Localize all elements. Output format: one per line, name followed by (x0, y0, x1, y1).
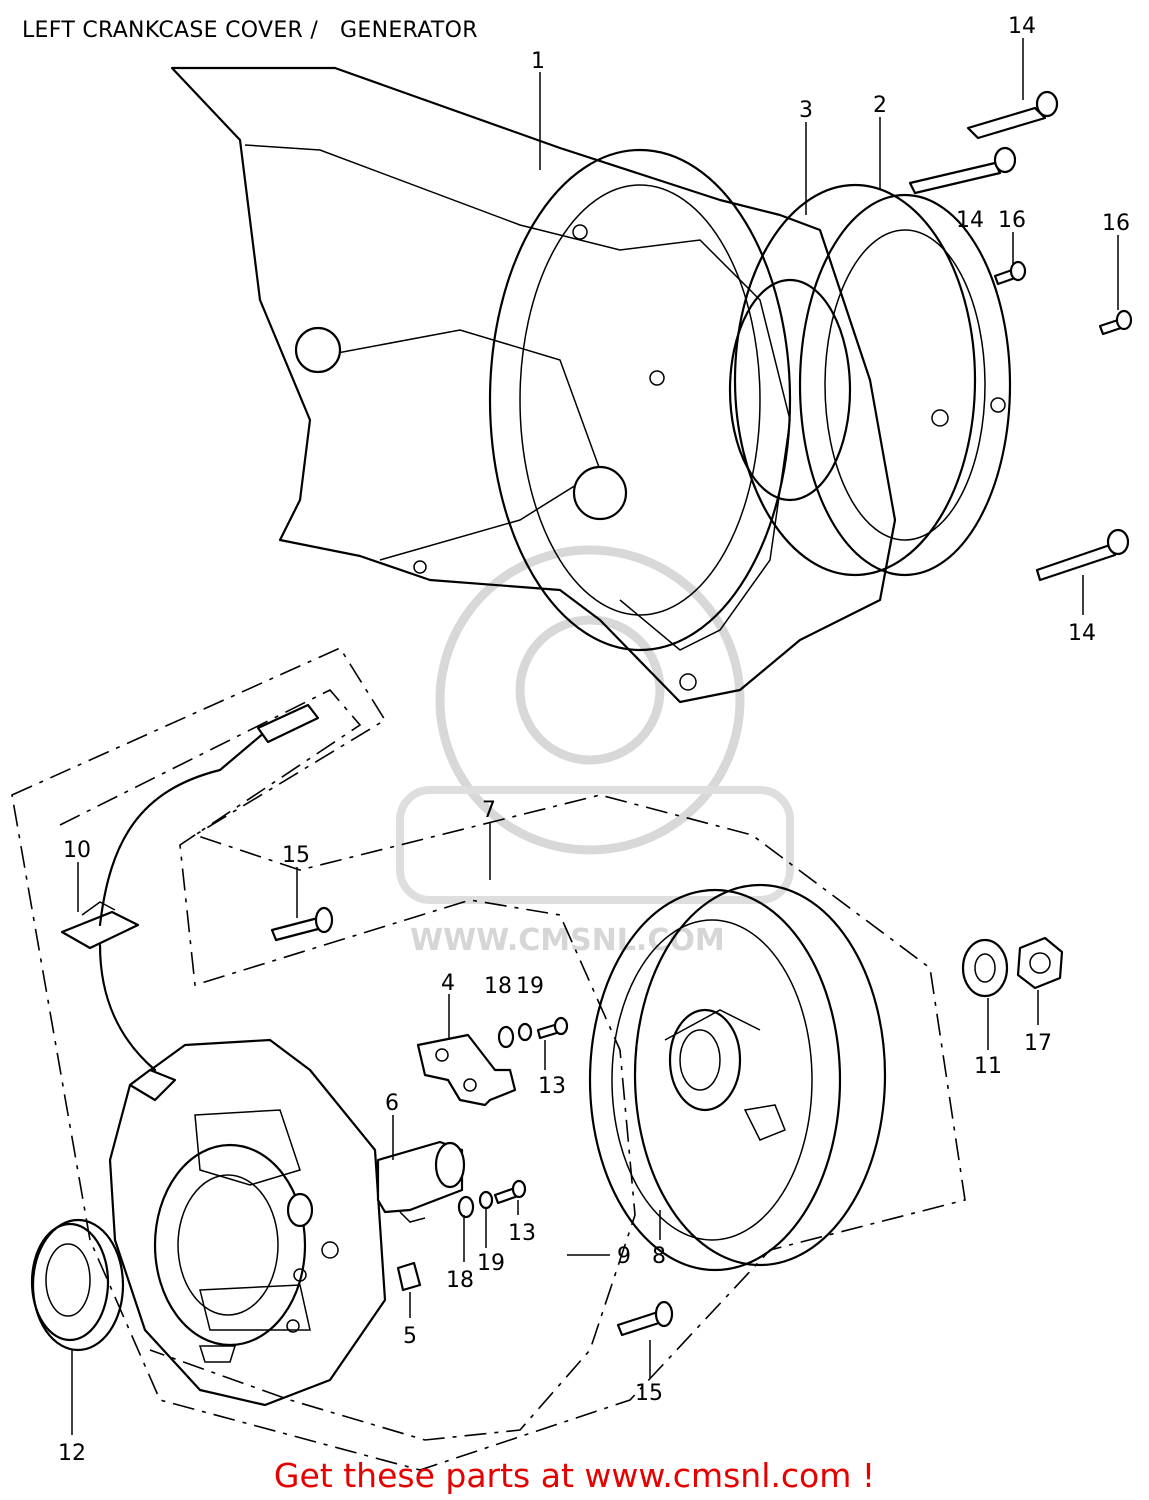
condenser-6[interactable] (376, 1140, 466, 1223)
pin-15-top[interactable] (270, 906, 334, 942)
contact-breaker-4[interactable] (416, 1033, 517, 1107)
callout-18-top: 18 (484, 974, 512, 999)
generator-gasket[interactable] (733, 183, 977, 577)
callout-4: 4 (441, 971, 455, 996)
callout-19-top: 19 (516, 974, 544, 999)
callout-15-bottom: 15 (635, 1381, 663, 1406)
callout-8: 8 (652, 1244, 666, 1269)
callout-5: 5 (403, 1324, 417, 1349)
callout-10: 10 (63, 838, 91, 863)
generator-outer-cover[interactable] (798, 193, 1012, 577)
lock-washer-19-top[interactable] (517, 1022, 533, 1042)
callout-9: 9 (617, 1244, 631, 1269)
callout-2: 2 (873, 93, 887, 118)
callout-labels: 1 2 3 14 14 16 16 14 10 15 7 4 18 19 13 … (58, 14, 1130, 1466)
callout-13-top: 13 (538, 1074, 566, 1099)
page-title: LEFT CRANKCASE COVER / GENERATOR (22, 18, 478, 43)
washer-11[interactable] (961, 938, 1009, 998)
lock-washer-19-bottom[interactable] (478, 1190, 494, 1210)
footer-promo-link[interactable]: Get these parts at www.cmsnl.com ! (273, 1456, 876, 1495)
callout-1: 1 (531, 49, 545, 74)
crankcase-cover[interactable] (170, 66, 897, 704)
screw-14-bottom[interactable] (1035, 528, 1130, 582)
screw-13-top[interactable] (536, 1016, 569, 1040)
callout-16-right: 16 (1102, 211, 1130, 236)
callout-17: 17 (1024, 1031, 1052, 1056)
callout-15-top: 15 (282, 843, 310, 868)
callout-12: 12 (58, 1441, 86, 1466)
callout-18-bottom: 18 (446, 1268, 474, 1293)
oil-seal-12[interactable] (30, 1218, 125, 1352)
watermark: WWW.CMSNL.COM (396, 545, 794, 958)
assembly-outline-7 (59, 689, 636, 1441)
screw-14-top[interactable] (966, 90, 1059, 140)
exploded-parts-diagram: WWW.CMSNL.COM (11, 14, 1133, 1471)
watermark-url: WWW.CMSNL.COM (410, 923, 725, 958)
rotor-8[interactable] (588, 883, 887, 1272)
screw-16-right[interactable] (1098, 309, 1133, 336)
nut-17[interactable] (1016, 936, 1064, 990)
callout-14-top: 14 (1008, 14, 1036, 39)
wire-clip-10[interactable] (60, 703, 320, 1072)
washer-18-bottom[interactable] (457, 1195, 475, 1219)
callout-14-middle: 14 (956, 208, 984, 233)
callout-13-bottom: 13 (508, 1221, 536, 1246)
stator-plate-9[interactable] (108, 1038, 387, 1407)
pin-15-bottom[interactable] (616, 1300, 674, 1337)
screw-14-middle[interactable] (908, 146, 1017, 195)
callout-14-bottom: 14 (1068, 621, 1096, 646)
callout-7: 7 (482, 798, 496, 823)
callout-3: 3 (799, 98, 813, 123)
screw-13-bottom[interactable] (493, 1179, 527, 1205)
callout-6: 6 (385, 1091, 399, 1116)
washer-18-top[interactable] (497, 1025, 515, 1049)
callout-16-left: 16 (998, 208, 1026, 233)
callout-19-bottom: 19 (477, 1251, 505, 1276)
callout-11: 11 (974, 1054, 1002, 1079)
leader-lines (71, 38, 1119, 1435)
felt-5[interactable] (396, 1261, 422, 1292)
screw-16-left[interactable] (993, 260, 1027, 286)
assembly-outline-9 (11, 646, 966, 1471)
